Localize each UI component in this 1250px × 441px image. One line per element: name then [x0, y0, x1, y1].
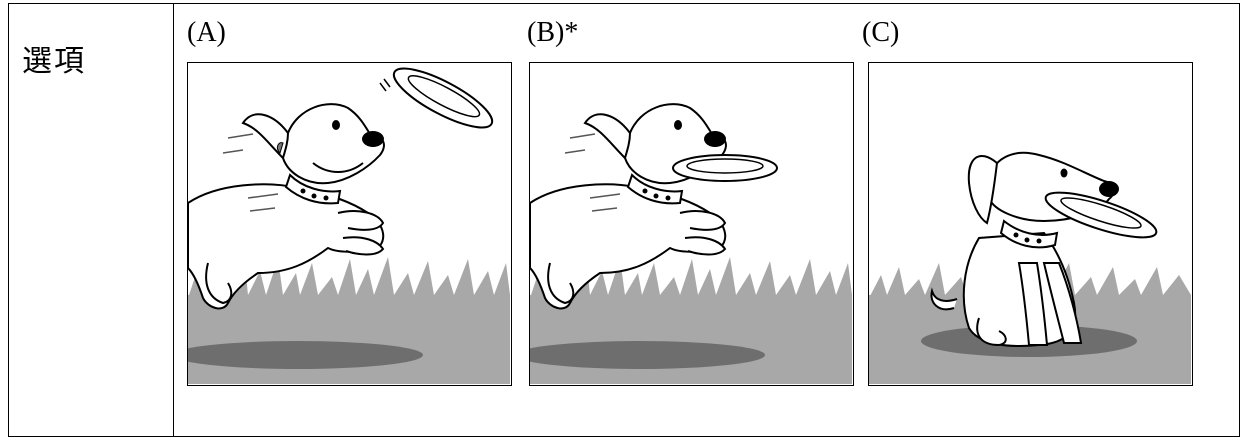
option-b-image[interactable] [529, 62, 854, 386]
option-c-label: (C) [862, 17, 900, 48]
options-table [8, 3, 1240, 437]
option-b-label: (B)* [527, 17, 579, 48]
option-a-image[interactable] [187, 62, 512, 386]
option-c-image[interactable] [868, 62, 1193, 386]
option-a-label: (A) [187, 17, 226, 48]
table-column-divider [173, 3, 174, 437]
options-header: 選項 [22, 44, 86, 79]
